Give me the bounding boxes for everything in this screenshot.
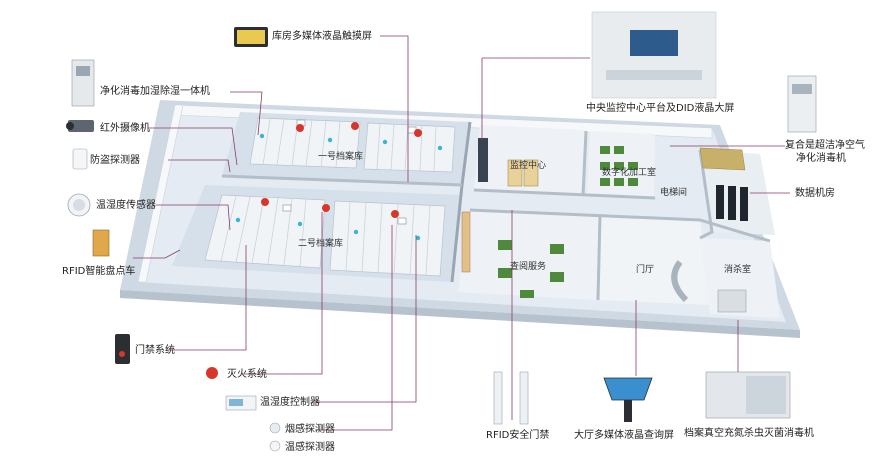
th-controller-icon [225,395,257,411]
rfid-gate-icon [493,371,529,425]
access-control-icon [115,334,130,364]
room-archive-2: 二号档案库 [298,239,344,249]
bookshelf [461,211,471,273]
rfid-cart-icon [92,229,110,257]
fire-extinguish-icon [206,367,218,379]
label-th-controller: 温湿度控制器 [260,397,320,408]
label-hall-query-screen: 大厅多媒体液晶查询屏 [574,430,674,441]
room-elevator: 电梯间 [660,188,688,198]
internal-wall-b [221,174,463,187]
label-ir-camera: 红外摄像机 [100,123,150,134]
internal-wall-g [469,208,771,243]
monitor-center-desks [507,159,539,187]
floor-slab-edge [120,290,800,338]
room-hall: 门厅 [636,265,655,275]
label-heat-detector: 温感探测器 [285,442,335,453]
internal-wall-f [596,214,602,301]
internal-wall-d [581,130,588,197]
left-wall [137,104,184,283]
heat-detector-icon [269,440,281,452]
label-purifier: 净化消毒加湿除湿一体机 [100,86,210,97]
sensor-markers [235,133,443,241]
reading-floor [458,210,600,300]
internal-wall-c [473,188,656,200]
label-monitor-center-screen: 中央监控中心平台及DID液晶大屏 [586,103,735,114]
label-air-purifier-line2: 净化消毒机 [796,153,846,164]
label-th-sensor: 温湿度传感器 [96,200,156,211]
room-digitizing: 数字化加工室 [602,168,657,178]
label-fire-extinguish: 灭火系统 [227,369,267,380]
monitor-wall [478,138,488,182]
extinguisher-markers [261,122,422,218]
touch-screen-icon [234,27,268,47]
reading-desks [498,240,564,298]
disinfect-machines [717,289,747,313]
hall-floor [598,215,712,305]
hall-query-screen-icon [603,377,653,422]
vacuum-disinfect-icon [705,371,791,419]
th-sensor-icon [67,193,91,217]
label-access-control: 门禁系统 [135,345,175,356]
label-smoke-detector: 烟感探测器 [285,424,335,435]
archive-2-shelf-lines [220,195,431,276]
room-disinfect: 消杀室 [724,265,752,275]
anti-theft-detector-icon [72,148,88,170]
stairs [699,147,746,171]
label-data-room: 数据机房 [795,188,835,199]
ir-camera-icon [66,120,94,132]
room-reading-service: 查阅服务 [510,262,547,272]
label-touch-screen: 库房多媒体液晶触摸屏 [272,31,372,42]
room-archive-1: 一号档案库 [318,152,364,162]
internal-wall-e [698,149,714,240]
air-purifier-icon [787,75,817,133]
digitizing-desks [600,146,638,186]
reception-desk [671,260,689,303]
label-vacuum-disinfect: 档案真空充氮杀虫灭菌消毒机 [684,428,814,439]
label-anti-theft: 防盗探测器 [90,155,140,166]
leader-lines [133,35,790,431]
smoke-detector-icon [269,422,281,434]
purifier-icon [71,59,95,107]
room-monitor-center: 监控中心 [510,161,547,171]
monitor-center-photo-icon [591,11,717,99]
label-air-purifier-line1: 复合是超洁净空气 [785,140,865,151]
label-rfid-gate: RFID安全门禁 [486,430,550,441]
label-rfid-cart: RFID智能盘点车 [62,266,136,277]
archive-1-shelves [249,117,456,173]
server-racks [716,185,748,221]
